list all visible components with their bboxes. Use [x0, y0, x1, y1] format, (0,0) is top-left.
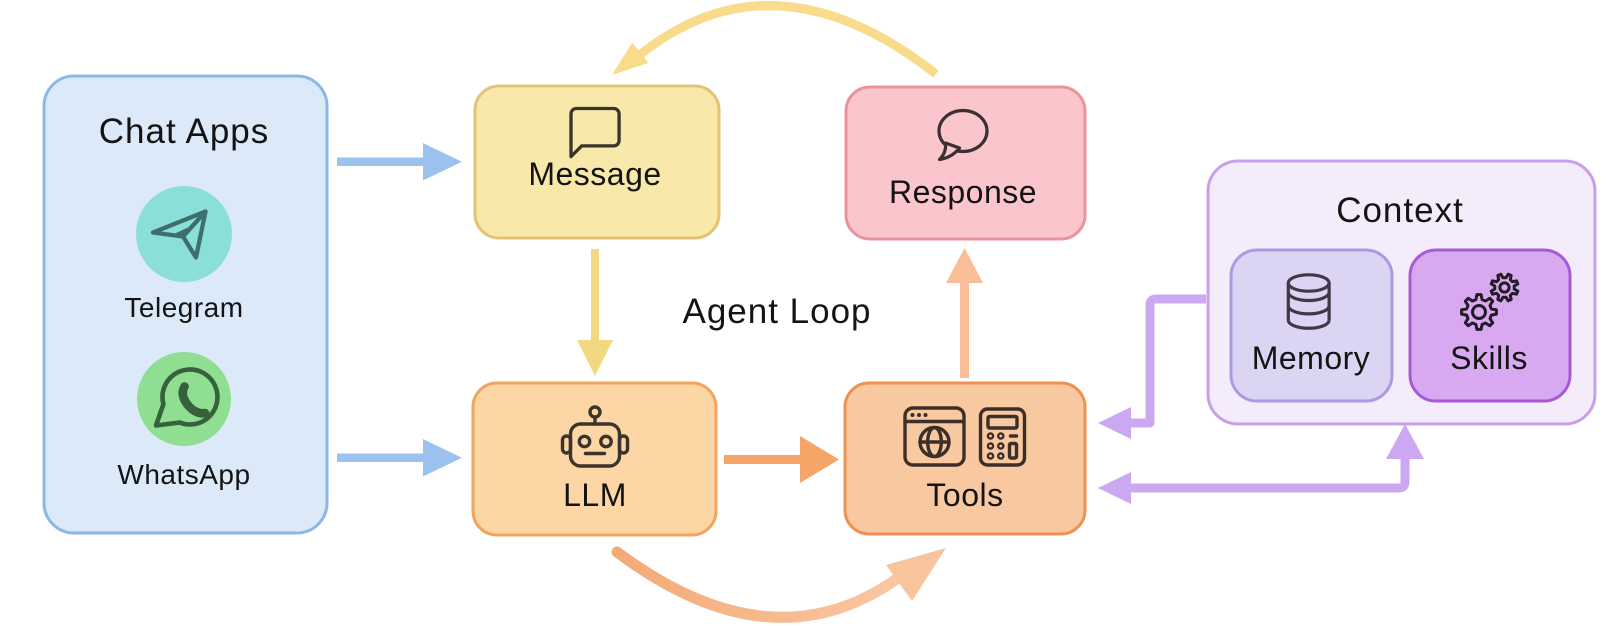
- svg-text:Context: Context: [1336, 191, 1464, 230]
- svg-text:Telegram: Telegram: [124, 292, 243, 323]
- svg-text:Tools: Tools: [926, 477, 1003, 513]
- svg-text:LLM: LLM: [563, 477, 627, 513]
- svg-text:Agent Loop: Agent Loop: [682, 292, 871, 331]
- svg-text:Message: Message: [528, 156, 661, 192]
- svg-text:Memory: Memory: [1252, 340, 1371, 376]
- svg-text:Skills: Skills: [1450, 340, 1528, 376]
- svg-text:WhatsApp: WhatsApp: [117, 459, 250, 490]
- svg-text:Chat Apps: Chat Apps: [99, 112, 270, 151]
- svg-text:Response: Response: [889, 174, 1037, 210]
